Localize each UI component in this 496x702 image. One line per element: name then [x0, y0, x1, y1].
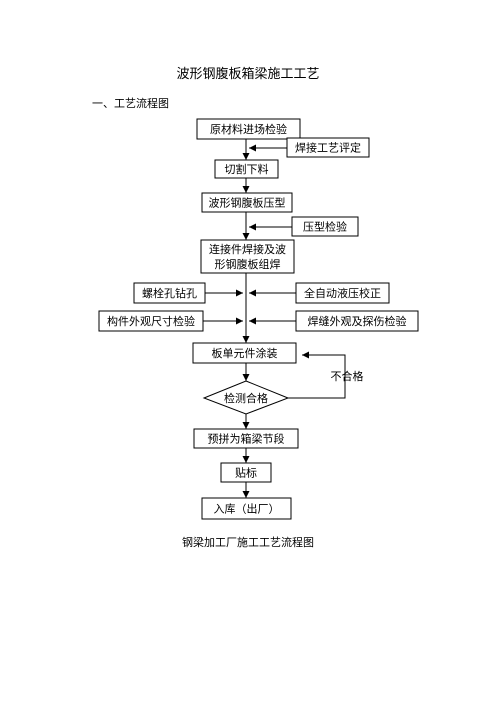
svg-text:原材料进场检验: 原材料进场检验	[210, 122, 287, 136]
step-labeling: 贴标	[220, 462, 272, 483]
svg-text:贴标: 贴标	[235, 466, 257, 480]
svg-text:切割下料: 切割下料	[225, 162, 269, 176]
svg-text:压型检验: 压型检验	[303, 220, 347, 234]
step-raw-material-inspection: 原材料进场检验	[196, 118, 301, 140]
figure-caption: 钢梁加工厂施工工艺流程图	[182, 536, 314, 549]
svg-text:预拼为箱梁节段: 预拼为箱梁节段	[208, 432, 285, 446]
page-title: 波形钢腹板箱梁施工工艺	[176, 67, 320, 82]
svg-text:波形钢腹板压型: 波形钢腹板压型	[209, 196, 286, 210]
svg-text:构件外观尺寸检验: 构件外观尺寸检验	[107, 314, 195, 328]
svg-text:连接件焊接及波: 连接件焊接及波	[209, 242, 286, 256]
input-bolt-hole-drilling: 螺栓孔钻孔	[133, 282, 206, 304]
decision-inspection-pass: 检测合格	[202, 380, 290, 415]
svg-text:板单元件涂装: 板单元件涂装	[212, 346, 278, 360]
svg-text:螺栓孔钻孔: 螺栓孔钻孔	[142, 286, 197, 300]
input-pressing-inspection: 压型检验	[291, 216, 359, 237]
svg-text:焊缝外观及探伤检验: 焊缝外观及探伤检验	[308, 314, 407, 328]
svg-text:检测合格: 检测合格	[224, 391, 268, 405]
step-panel-coating: 板单元件涂装	[192, 342, 297, 364]
input-hydraulic-correction: 全自动液压校正	[295, 282, 390, 304]
section-heading: 一、工艺流程图	[92, 97, 169, 110]
input-dimension-inspection: 构件外观尺寸检验	[98, 310, 204, 332]
svg-text:全自动液压校正: 全自动液压校正	[304, 286, 381, 300]
input-weld-inspection: 焊缝外观及探伤检验	[295, 310, 419, 332]
reject-loop	[288, 351, 346, 399]
step-warehousing: 入库（出厂）	[201, 497, 292, 520]
step-corrugated-web-pressing: 波形钢腹板压型	[201, 192, 293, 213]
step-cutting: 切割下料	[214, 159, 279, 179]
reject-label: 不合格	[331, 369, 364, 383]
step-trial-assembly: 预拼为箱梁节段	[193, 428, 299, 449]
svg-text:形钢腹板组焊: 形钢腹板组焊	[215, 257, 281, 271]
svg-text:焊接工艺评定: 焊接工艺评定	[295, 141, 361, 155]
input-welding-procedure-qualification: 焊接工艺评定	[286, 137, 370, 158]
step-connector-welding-assembly: 连接件焊接及波 形钢腹板组焊	[200, 239, 295, 274]
svg-text:入库（出厂）: 入库（出厂）	[214, 502, 280, 516]
